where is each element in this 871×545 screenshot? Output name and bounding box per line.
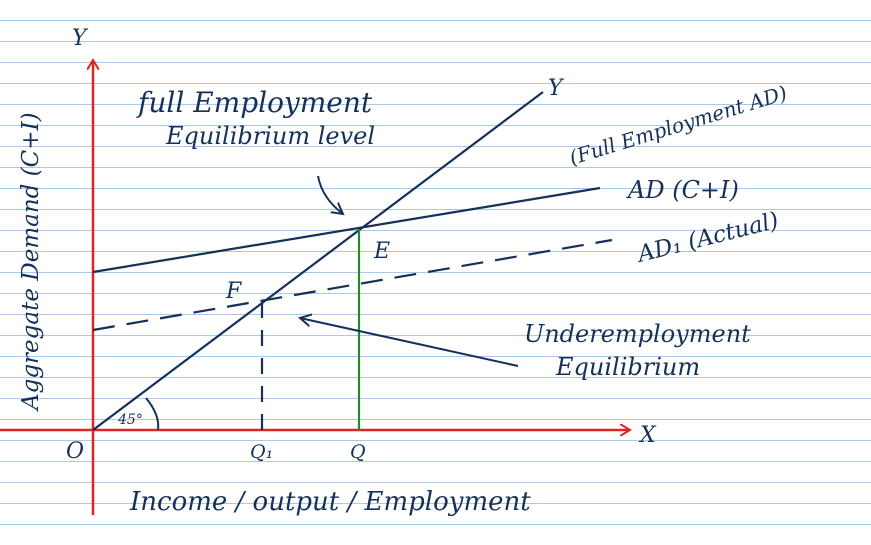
x-axis-title: Income / output / Employment — [129, 487, 531, 517]
full-emp-ad-label: (Full Employment AD) — [566, 81, 789, 170]
y-line-label: Y — [548, 76, 565, 101]
full-emp-arrow — [317, 175, 343, 214]
ad-label: AD (C+I) — [626, 176, 739, 204]
y-axis-title: Aggregate Demand (C+I) — [18, 112, 44, 412]
ad-line — [92, 186, 601, 274]
y-axis-label: Y — [72, 26, 89, 51]
point-f-label: F — [225, 279, 242, 304]
point-e-label: E — [373, 239, 390, 264]
full-emp-text-2: Equilibrium level — [165, 122, 375, 150]
forty-five-degree-line — [92, 91, 544, 431]
q-label: Q — [350, 441, 366, 463]
under-emp-text-1: Underemployment — [524, 320, 751, 348]
ad1-label: AD₁ (Actual) — [633, 208, 781, 269]
origin-label: O — [66, 439, 84, 464]
ad1-dashed-line — [92, 238, 613, 332]
angle-label: 45° — [117, 412, 143, 428]
angle-arc — [145, 397, 160, 431]
x-axis-label: X — [638, 423, 657, 448]
under-emp-text-2: Equilibrium — [555, 353, 700, 381]
under-emp-arrow — [300, 318, 519, 367]
full-emp-text-1: full Employment — [136, 86, 373, 119]
q1-label: Q₁ — [250, 441, 273, 463]
